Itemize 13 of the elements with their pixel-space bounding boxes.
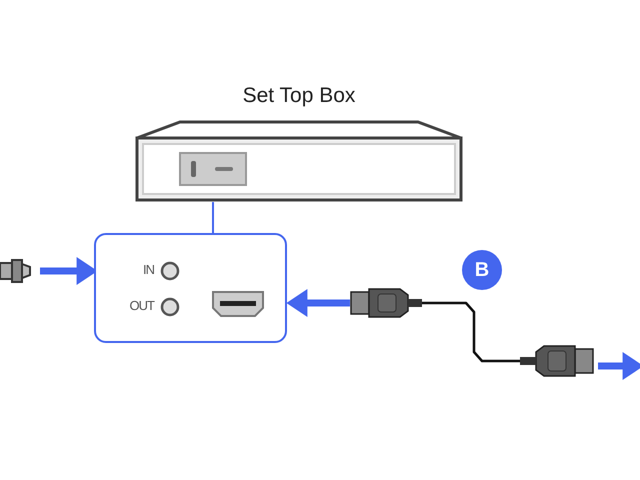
arrow <box>598 352 640 380</box>
device-title: Set Top Box <box>242 84 356 108</box>
arrow <box>286 289 350 317</box>
connector-line <box>212 202 214 233</box>
port-label: IN <box>143 262 154 277</box>
hdmi-plug-drawing <box>520 343 594 379</box>
hdmi-plug-drawing <box>350 286 422 320</box>
coax-plug-drawing <box>0 258 32 284</box>
port-label: OUT <box>130 298 154 313</box>
set-top-box <box>135 84 463 202</box>
rear-panel-inset <box>94 233 287 343</box>
cable <box>422 302 520 362</box>
step-badge: B <box>462 250 502 290</box>
